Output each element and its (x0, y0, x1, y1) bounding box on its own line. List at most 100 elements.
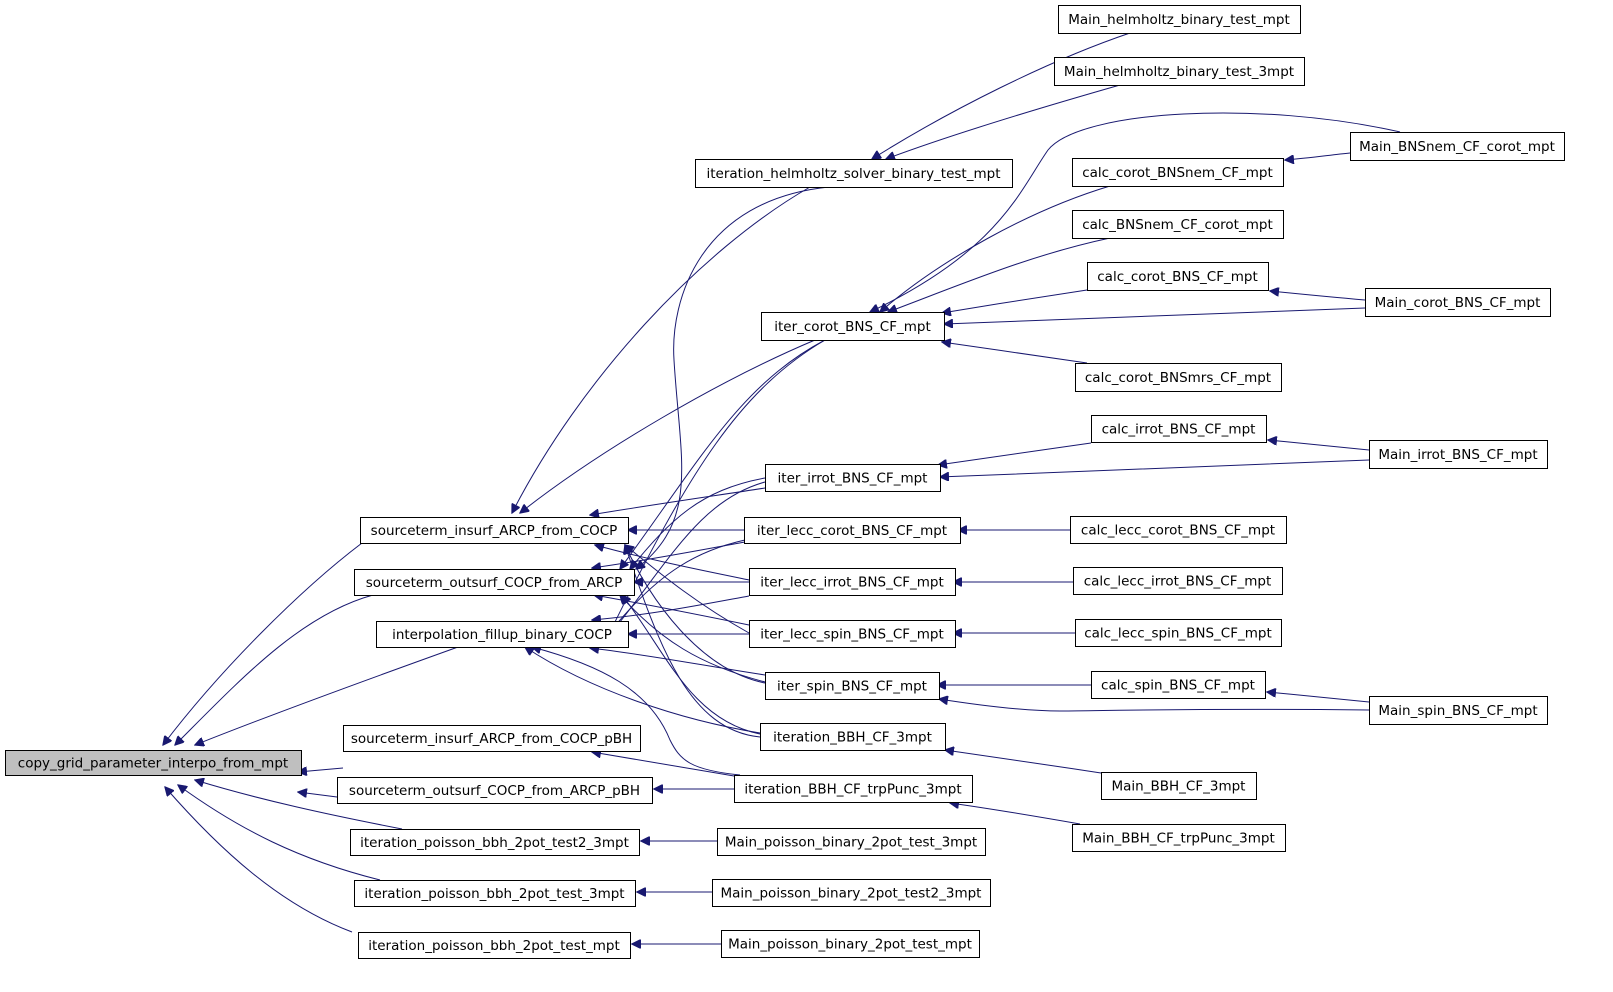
node-label: Main_BBH_CF_3mpt (1112, 779, 1246, 795)
node-src-out[interactable]: sourceterm_outsurf_COCP_from_ARCP (354, 569, 635, 596)
node-main-pb-tm[interactable]: Main_poisson_binary_2pot_test_mpt (721, 930, 980, 958)
node-box (1369, 696, 1548, 725)
node-main-bbh3[interactable]: Main_BBH_CF_3mpt (1101, 772, 1257, 800)
edge-calc_corot_nem-to-iter_corot (880, 185, 1111, 312)
node-main-pb-t3[interactable]: Main_poisson_binary_2pot_test_3mpt (717, 828, 986, 856)
node-box (744, 517, 961, 544)
node-box (1091, 671, 1266, 699)
node-calc-lecc-corot[interactable]: calc_lecc_corot_BNS_CF_mpt (1070, 516, 1287, 544)
edge-src_out-to-root (175, 594, 374, 745)
node-calc-lecc-irrot[interactable]: calc_lecc_irrot_BNS_CF_mpt (1073, 567, 1283, 595)
node-calc-corot[interactable]: calc_corot_BNS_CF_mpt (1087, 262, 1269, 291)
node-box (1075, 363, 1282, 392)
node-calc-nem-corot[interactable]: calc_BNSnem_CF_corot_mpt (1072, 210, 1284, 239)
node-box (721, 930, 980, 958)
edge-iter_spin-to-src_out (620, 595, 766, 683)
node-main-corot[interactable]: Main_corot_BNS_CF_mpt (1365, 288, 1551, 317)
node-box (760, 723, 946, 751)
node-label: calc_lecc_irrot_BNS_CF_mpt (1084, 574, 1272, 590)
node-box (1070, 516, 1287, 544)
node-box (749, 568, 956, 596)
node-main-nem[interactable]: Main_BNSnem_CF_corot_mpt (1350, 132, 1565, 161)
node-layer: copy_grid_parameter_interpo_from_mptsour… (5, 5, 1565, 959)
node-box (1073, 567, 1283, 595)
node-label: calc_BNSnem_CF_corot_mpt (1082, 217, 1273, 233)
node-label: calc_irrot_BNS_CF_mpt (1102, 422, 1256, 438)
edge-it_helm-to-src_out (636, 186, 830, 569)
edge-it_pb_tm-to-root (165, 787, 353, 933)
node-label: calc_lecc_corot_BNS_CF_mpt (1081, 523, 1275, 539)
node-it-pb-t2[interactable]: iteration_poisson_bbh_2pot_test2_3mpt (350, 829, 640, 856)
node-src-out-pbh[interactable]: sourceterm_outsurf_COCP_from_ARCP_pBH (337, 777, 653, 804)
node-label: sourceterm_outsurf_COCP_from_ARCP_pBH (349, 783, 640, 799)
node-label: iteration_poisson_bbh_2pot_test2_3mpt (360, 835, 629, 851)
node-main-irrot[interactable]: Main_irrot_BNS_CF_mpt (1369, 440, 1548, 469)
edge-calc_corot-to-iter_corot (942, 289, 1088, 313)
node-label: iter_lecc_spin_BNS_CF_mpt (760, 627, 944, 643)
node-iter-corot[interactable]: iter_corot_BNS_CF_mpt (761, 312, 945, 341)
node-label: Main_poisson_binary_2pot_test_3mpt (725, 835, 977, 851)
edge-main_helm3-to-it_helm (886, 84, 1121, 159)
node-box (1058, 5, 1301, 34)
node-src-in[interactable]: sourceterm_insurf_ARCP_from_COCP (360, 517, 629, 544)
edge-layer (163, 32, 1401, 944)
node-iter-lecc-spin[interactable]: iter_lecc_spin_BNS_CF_mpt (749, 620, 956, 648)
edge-interp-to-root (195, 646, 459, 745)
node-it-bbh-trp[interactable]: iteration_BBH_CF_trpPunc_3mpt (734, 775, 973, 803)
node-calc-lecc-spin[interactable]: calc_lecc_spin_BNS_CF_mpt (1075, 619, 1282, 647)
node-box (337, 777, 653, 804)
node-box (1075, 619, 1282, 647)
node-src-in-pbh[interactable]: sourceterm_insurf_ARCP_from_COCP_pBH (343, 725, 641, 752)
node-calc-corot-mrs[interactable]: calc_corot_BNSmrs_CF_mpt (1075, 363, 1282, 392)
node-label: iter_corot_BNS_CF_mpt (774, 319, 931, 335)
node-it-bbh3[interactable]: iteration_BBH_CF_3mpt (760, 723, 946, 751)
node-box (1350, 132, 1565, 161)
node-iter-irrot[interactable]: iter_irrot_BNS_CF_mpt (765, 464, 941, 492)
node-it-helm[interactable]: iteration_helmholtz_solver_binary_test_m… (695, 159, 1013, 188)
edge-main_nem-to-calc_corot_nem (1285, 152, 1351, 160)
node-main-pb-t2[interactable]: Main_poisson_binary_2pot_test2_3mpt (712, 879, 991, 907)
edge-it_bbh_trp-to-interp (532, 647, 741, 776)
edge-iter_corot-to-src_out (620, 339, 826, 569)
node-label: sourceterm_insurf_ARCP_from_COCP (371, 523, 618, 539)
node-it-pb-t3[interactable]: iteration_poisson_bbh_2pot_test_3mpt (354, 880, 636, 907)
node-box (1087, 262, 1269, 291)
edge-main_corot-to-iter_corot (944, 307, 1366, 324)
node-box (695, 159, 1013, 188)
edge-calc_irrot-to-iter_irrot (938, 442, 1092, 465)
node-box (376, 621, 629, 648)
node-calc-spin[interactable]: calc_spin_BNS_CF_mpt (1091, 671, 1266, 699)
node-label: calc_spin_BNS_CF_mpt (1101, 678, 1255, 694)
node-label: sourceterm_outsurf_COCP_from_ARCP (366, 575, 622, 591)
node-label: interpolation_fillup_binary_COCP (392, 627, 612, 643)
node-label: iteration_BBH_CF_trpPunc_3mpt (744, 782, 961, 798)
node-calc-corot-nem[interactable]: calc_corot_BNSnem_CF_mpt (1072, 158, 1284, 187)
node-box (734, 775, 973, 803)
node-it-pb-tm[interactable]: iteration_poisson_bbh_2pot_test_mpt (358, 932, 631, 959)
edge-main_corot-to-calc_corot (1270, 291, 1366, 301)
node-label: Main_BBH_CF_trpPunc_3mpt (1082, 831, 1275, 847)
node-main-bbh-trp[interactable]: Main_BBH_CF_trpPunc_3mpt (1072, 824, 1286, 852)
node-interp[interactable]: interpolation_fillup_binary_COCP (376, 621, 629, 648)
node-label: Main_BNSnem_CF_corot_mpt (1359, 139, 1555, 155)
node-root[interactable]: copy_grid_parameter_interpo_from_mpt (5, 750, 302, 776)
node-label: Main_spin_BNS_CF_mpt (1378, 703, 1537, 719)
node-label: Main_helmholtz_binary_test_3mpt (1064, 64, 1294, 80)
node-label: iteration_poisson_bbh_2pot_test_3mpt (364, 886, 624, 902)
node-label: iter_lecc_irrot_BNS_CF_mpt (760, 575, 944, 591)
edge-iter_spin-to-interp (590, 648, 766, 676)
node-label: iter_lecc_corot_BNS_CF_mpt (757, 523, 947, 539)
node-main-helm[interactable]: Main_helmholtz_binary_test_mpt (1058, 5, 1301, 34)
edge-main_bbh3-to-it_bbh3 (945, 750, 1102, 774)
node-main-spin[interactable]: Main_spin_BNS_CF_mpt (1369, 696, 1548, 725)
edge-it_helm-to-src_in (512, 186, 811, 513)
node-label: copy_grid_parameter_interpo_from_mpt (18, 756, 288, 772)
node-main-helm3[interactable]: Main_helmholtz_binary_test_3mpt (1054, 57, 1305, 86)
edge-iter_corot-to-src_in (520, 339, 816, 513)
node-iter-spin[interactable]: iter_spin_BNS_CF_mpt (765, 672, 940, 700)
node-iter-lecc-corot[interactable]: iter_lecc_corot_BNS_CF_mpt (744, 517, 961, 544)
node-box (1054, 57, 1305, 86)
node-iter-lecc-irrot[interactable]: iter_lecc_irrot_BNS_CF_mpt (749, 568, 956, 596)
node-calc-irrot[interactable]: calc_irrot_BNS_CF_mpt (1091, 415, 1267, 443)
node-box (1101, 772, 1257, 800)
